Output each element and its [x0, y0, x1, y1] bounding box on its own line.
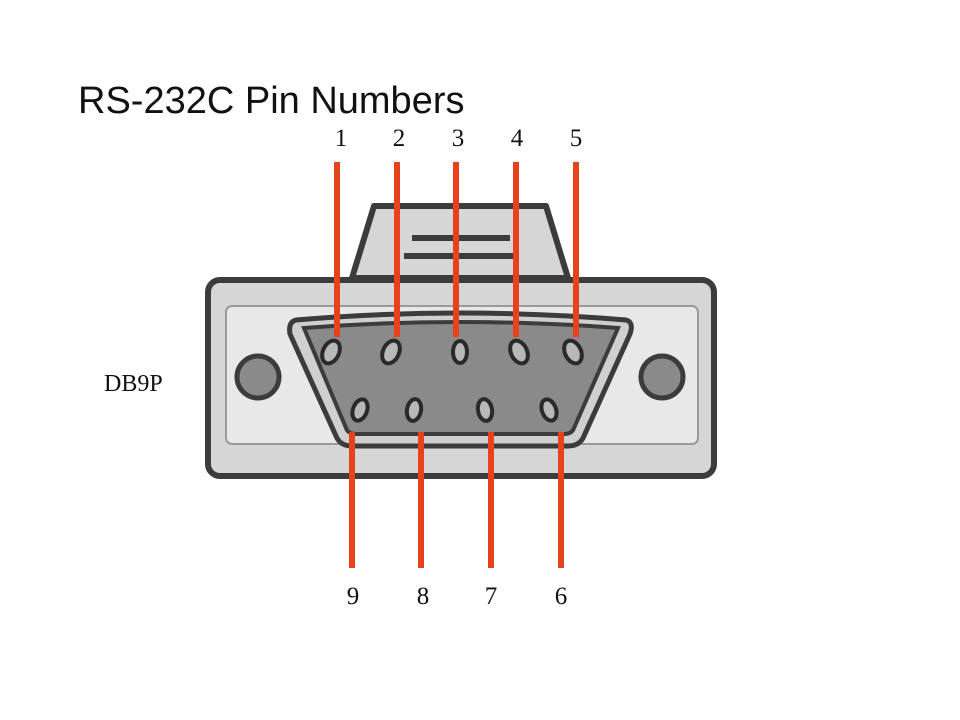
pin-number-6: 6 — [554, 583, 568, 610]
bottom-leader-lines — [349, 432, 564, 568]
diagram-title: RS-232C Pin Numbers — [78, 80, 465, 122]
pin-socket-2 — [380, 338, 402, 366]
pin-socket-7 — [475, 397, 495, 423]
left-mounting-hole — [234, 353, 282, 401]
pin-number-5: 5 — [569, 125, 583, 152]
pin-number-4: 4 — [510, 125, 524, 152]
top-pin-sockets — [320, 338, 584, 366]
connector-label: DB9P — [104, 371, 163, 397]
pin-number-9: 9 — [346, 583, 360, 610]
pin-socket-3 — [451, 339, 469, 365]
pin-number-1: 1 — [334, 125, 348, 152]
pin-number-7: 7 — [484, 583, 498, 610]
pin-socket-6 — [539, 397, 559, 423]
pin-number-3: 3 — [451, 125, 465, 152]
bottom-pin-sockets — [350, 397, 559, 423]
pin-socket-4 — [508, 338, 530, 366]
pin-socket-8 — [404, 397, 424, 423]
top-leader-lines — [334, 162, 579, 337]
pin-number-2: 2 — [392, 125, 406, 152]
cable-hood — [349, 203, 571, 281]
pin-number-8: 8 — [416, 583, 430, 610]
right-mounting-hole — [638, 353, 686, 401]
pin-socket-5 — [562, 338, 584, 366]
pin-socket-1 — [320, 338, 342, 366]
pin-socket-9 — [350, 397, 370, 423]
